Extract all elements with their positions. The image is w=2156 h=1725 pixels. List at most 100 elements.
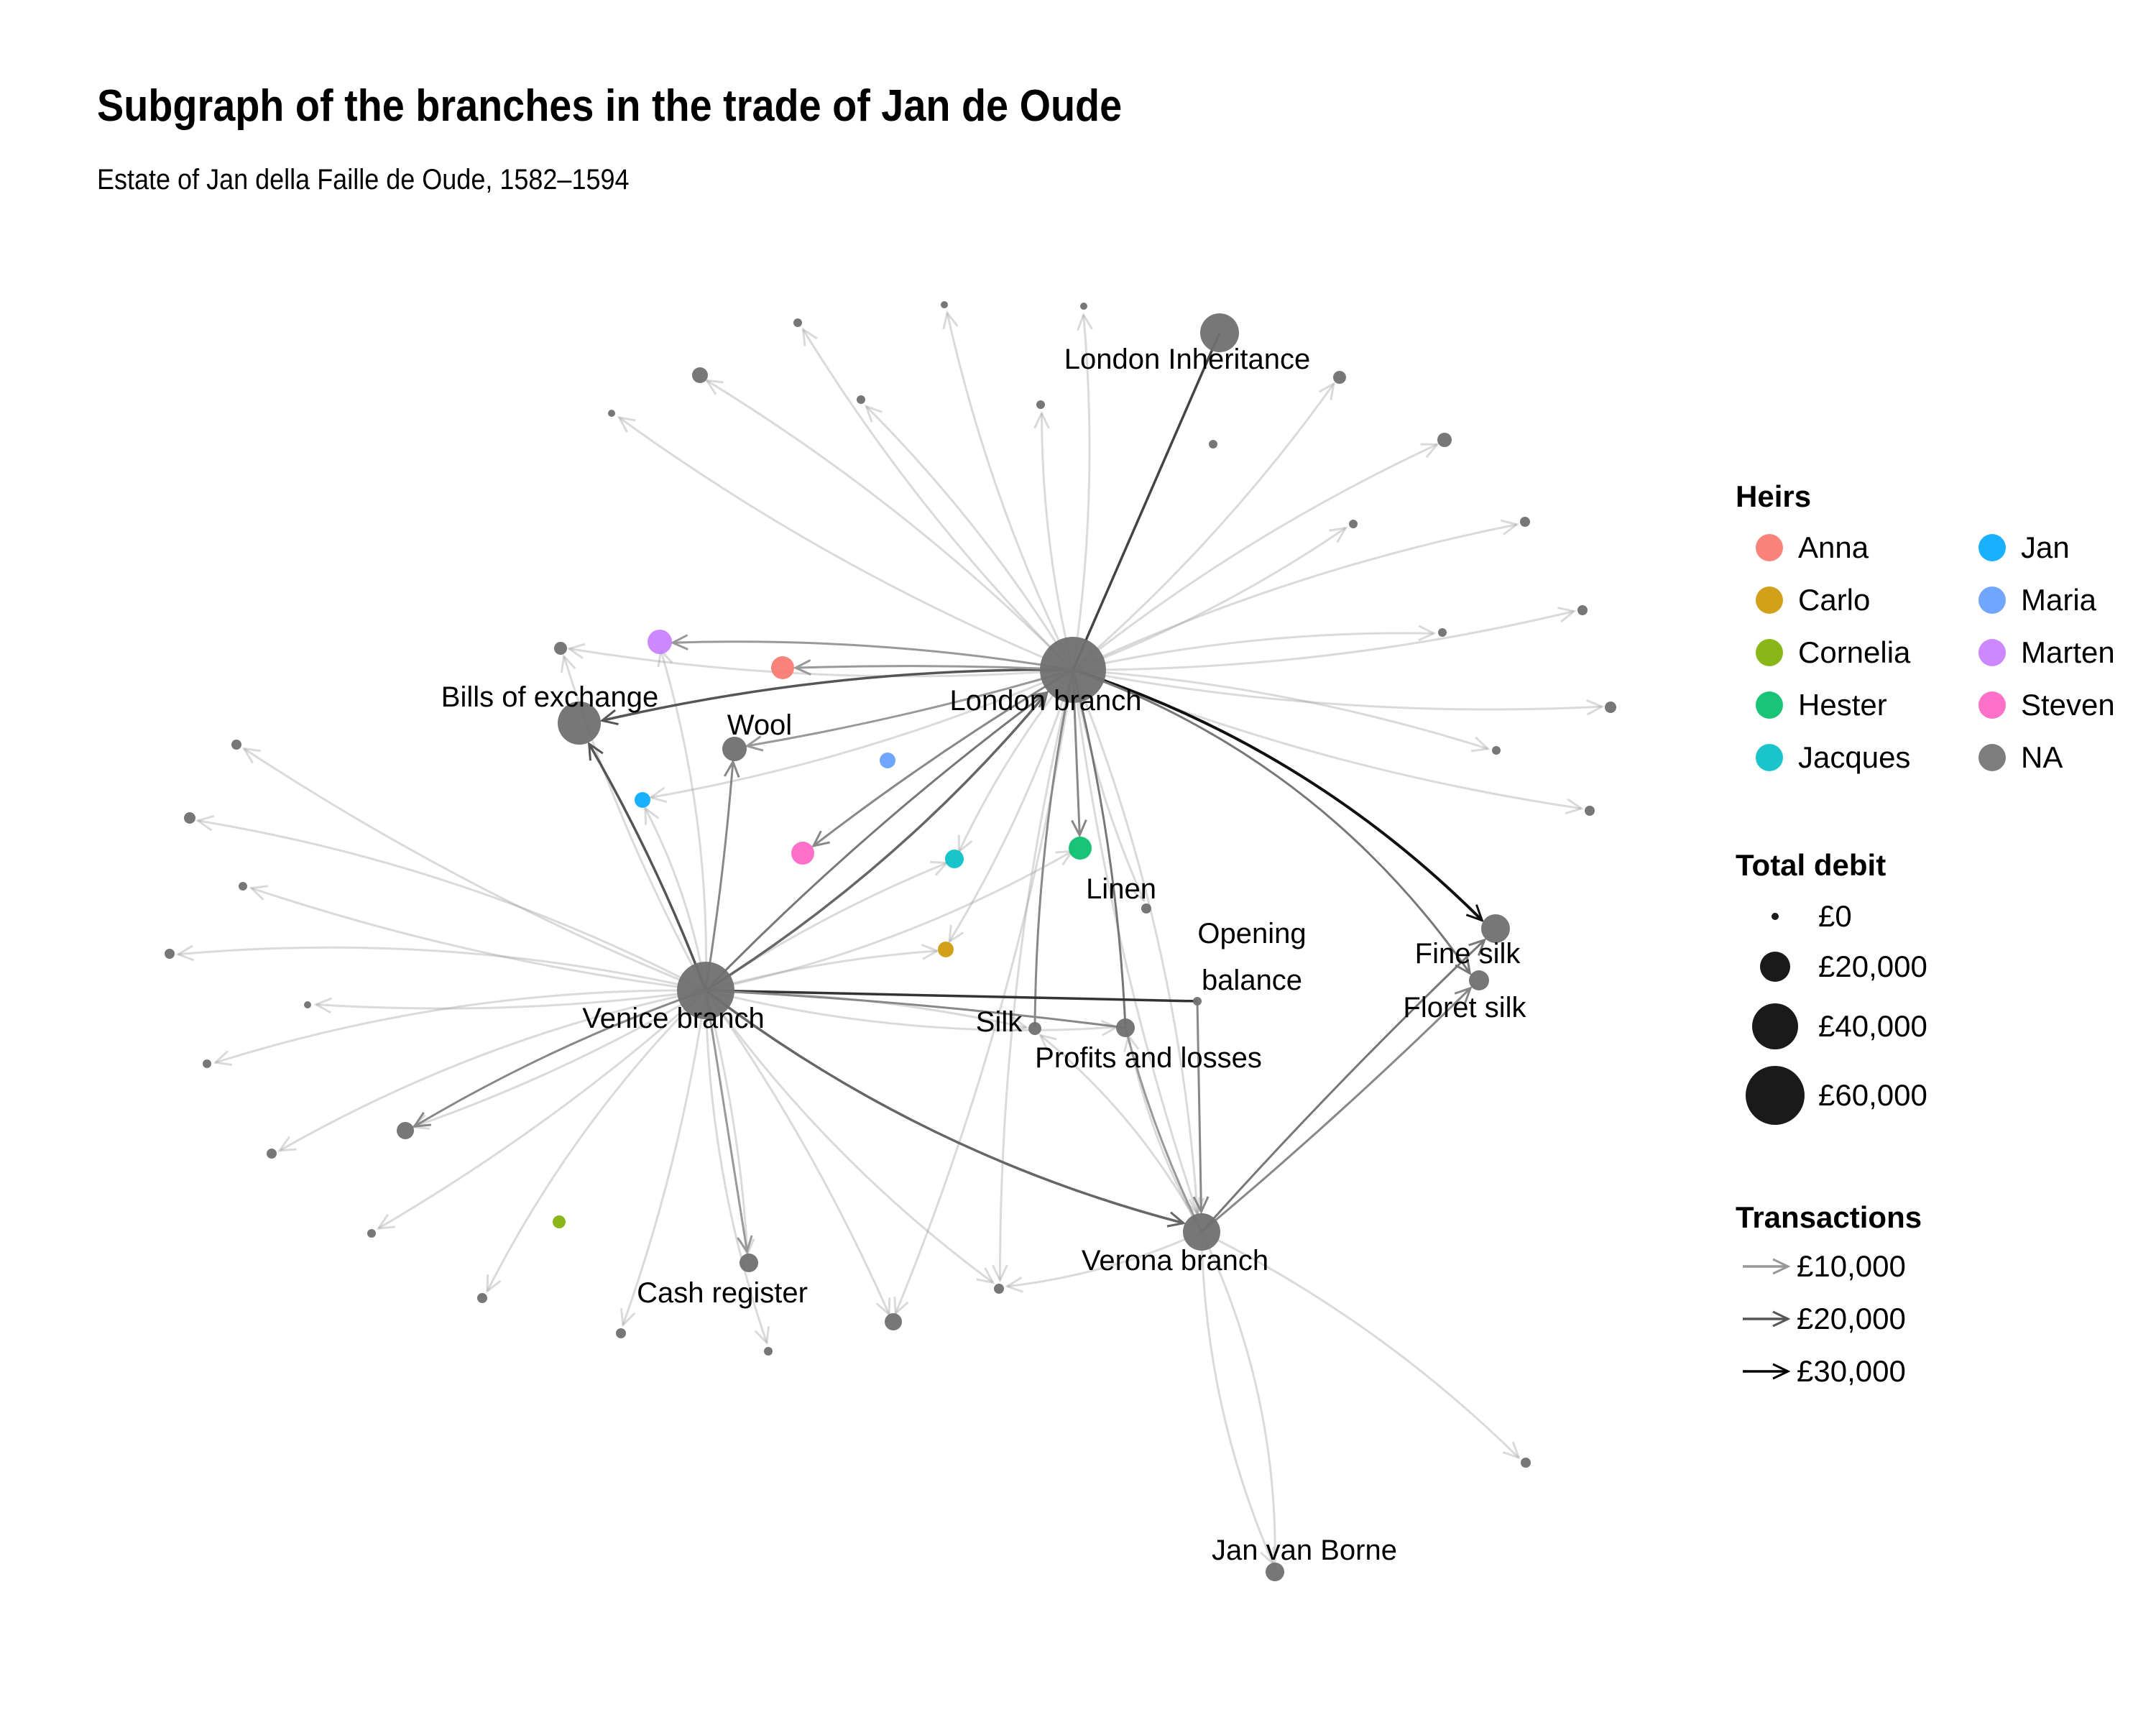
node-account-19 bbox=[184, 812, 195, 824]
edge bbox=[1041, 413, 1074, 671]
legend-debit-symbol bbox=[1746, 1066, 1805, 1125]
edge bbox=[379, 989, 706, 1228]
legend-transactions-title: Transactions bbox=[1736, 1200, 1922, 1234]
edge bbox=[704, 990, 747, 1251]
edge bbox=[1072, 384, 1334, 671]
legend-swatch-steven bbox=[1978, 691, 2006, 719]
edge bbox=[1201, 1230, 1519, 1458]
edge bbox=[704, 990, 889, 1315]
node-account-32 bbox=[1521, 1458, 1531, 1468]
node-account-0 bbox=[941, 301, 948, 308]
node-anna bbox=[771, 656, 794, 679]
edge bbox=[216, 989, 706, 1062]
edge bbox=[796, 666, 1074, 670]
node-cash bbox=[740, 1254, 758, 1272]
edge bbox=[1072, 668, 1602, 709]
legend: Heirs AnnaCarloCorneliaHesterJacquesJanM… bbox=[1736, 479, 2115, 1388]
node-account-4 bbox=[608, 410, 615, 417]
edge bbox=[949, 669, 1074, 942]
edge bbox=[602, 668, 1074, 721]
edge bbox=[1124, 1027, 1203, 1233]
legend-debit-label: £40,000 bbox=[1818, 1009, 1927, 1043]
edge bbox=[316, 989, 706, 1008]
node-account-21 bbox=[165, 949, 175, 959]
edge bbox=[1072, 633, 1434, 671]
node-account-30 bbox=[885, 1313, 902, 1330]
node-n669 bbox=[1141, 903, 1151, 914]
node-cornelia bbox=[553, 1215, 566, 1228]
edge bbox=[1072, 528, 1345, 671]
node-account-24 bbox=[397, 1122, 414, 1139]
edge bbox=[705, 951, 937, 992]
node-account-5 bbox=[857, 395, 865, 404]
edge bbox=[280, 989, 706, 1151]
node-account-27 bbox=[477, 1293, 487, 1303]
edge bbox=[619, 418, 1074, 671]
edge bbox=[1072, 332, 1221, 671]
node-opening bbox=[1193, 997, 1202, 1006]
edge bbox=[1072, 669, 1197, 1214]
legend-debit: £0£20,000£40,000£60,000 bbox=[1746, 899, 1927, 1125]
edge bbox=[705, 863, 946, 992]
edge bbox=[747, 668, 1074, 746]
node-borne bbox=[1266, 1563, 1284, 1581]
edge bbox=[661, 650, 708, 991]
node-london bbox=[1040, 637, 1106, 703]
edge bbox=[569, 649, 1074, 678]
legend-debit-label: £0 bbox=[1818, 899, 1852, 933]
legend-swatch-marten bbox=[1978, 639, 2006, 666]
edge bbox=[704, 990, 747, 1254]
node-account-1 bbox=[1080, 303, 1087, 310]
label-opening-2: balance bbox=[1202, 965, 1302, 996]
label-london-inheritance: London Inheritance bbox=[1064, 344, 1311, 375]
edge bbox=[706, 380, 1074, 671]
legend-heir-label: Steven bbox=[2021, 688, 2115, 722]
node-labels: London Inheritance London branch Bills o… bbox=[441, 344, 1527, 1566]
node-account-9 bbox=[1437, 433, 1452, 447]
edge bbox=[1072, 315, 1089, 671]
edge bbox=[705, 851, 1072, 992]
edge bbox=[1008, 1230, 1202, 1287]
edge bbox=[1041, 1035, 1203, 1233]
edge bbox=[1072, 444, 1437, 671]
legend-transaction-label: £20,000 bbox=[1797, 1302, 1906, 1335]
node-account-13 bbox=[1438, 628, 1447, 637]
legend-debit-symbol bbox=[1752, 1003, 1798, 1049]
node-profits bbox=[1116, 1018, 1135, 1037]
node-account-17 bbox=[554, 642, 567, 655]
edge bbox=[1200, 1231, 1276, 1573]
legend-swatch-hester bbox=[1756, 691, 1783, 719]
node-account-6 bbox=[1036, 400, 1045, 409]
label-opening-1: Opening bbox=[1197, 918, 1306, 949]
edge bbox=[1197, 1000, 1201, 1212]
node-hester bbox=[1069, 837, 1092, 860]
edge bbox=[589, 744, 707, 991]
edge bbox=[645, 808, 707, 991]
node-account-22 bbox=[304, 1001, 311, 1008]
edge bbox=[244, 749, 706, 992]
label-silk: Silk bbox=[976, 1006, 1023, 1038]
node-account-7 bbox=[1209, 440, 1217, 448]
edge bbox=[705, 989, 1126, 1029]
label-london-branch: London branch bbox=[950, 685, 1142, 717]
legend-heir-label: Maria bbox=[2021, 583, 2097, 617]
edge bbox=[673, 642, 1074, 671]
label-jan-van-borne: Jan van Borne bbox=[1212, 1535, 1397, 1566]
node-account-25 bbox=[267, 1149, 277, 1159]
edge bbox=[1072, 525, 1517, 671]
nodes bbox=[165, 301, 1616, 1581]
legend-transaction-label: £30,000 bbox=[1797, 1354, 1906, 1388]
node-account-8 bbox=[1333, 371, 1346, 384]
edge bbox=[704, 990, 993, 1282]
edge bbox=[947, 313, 1074, 671]
node-bills bbox=[558, 702, 601, 745]
legend-transactions: £10,000£20,000£30,000 bbox=[1743, 1249, 1906, 1388]
node-maria bbox=[880, 753, 895, 768]
legend-swatch-carlo bbox=[1756, 586, 1783, 614]
legend-debit-label: £20,000 bbox=[1818, 949, 1927, 983]
edge bbox=[1000, 669, 1074, 1280]
edge bbox=[704, 693, 1047, 992]
node-floret bbox=[1469, 970, 1489, 990]
edge bbox=[803, 329, 1074, 671]
